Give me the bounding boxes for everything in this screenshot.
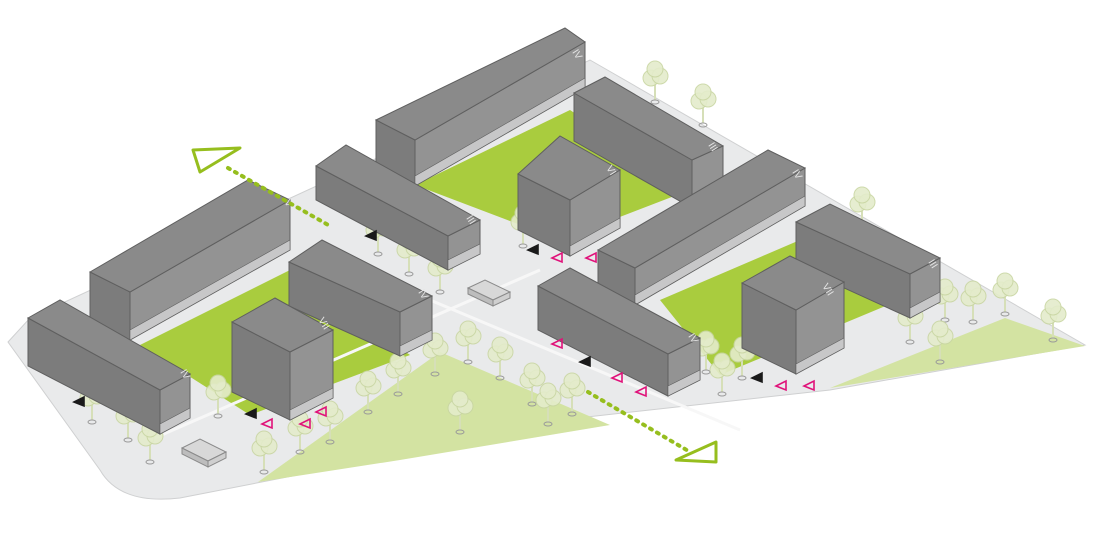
entrance-marker-icon bbox=[578, 355, 591, 368]
entrance-marker-icon bbox=[314, 405, 327, 418]
entrance-marker-icon bbox=[298, 417, 311, 430]
path-line bbox=[429, 298, 741, 432]
entrance-group bbox=[72, 229, 815, 430]
building-b12: VII bbox=[740, 255, 846, 375]
entrance-marker-icon bbox=[364, 229, 377, 242]
entrance-marker-icon bbox=[750, 371, 763, 384]
tree-icon bbox=[205, 374, 232, 419]
tree-icon bbox=[385, 352, 412, 397]
entrance-marker-icon bbox=[526, 243, 539, 256]
tree-icon bbox=[455, 320, 482, 365]
parked-car bbox=[180, 438, 228, 468]
building-b10: IV bbox=[536, 267, 702, 397]
tree-icon bbox=[1040, 298, 1067, 343]
building-b2: V bbox=[88, 179, 294, 341]
building-b5: III bbox=[315, 144, 482, 271]
building-b9: IV bbox=[596, 149, 807, 306]
tree-icon bbox=[693, 330, 720, 375]
floor-count-label: VII bbox=[315, 316, 331, 332]
tree-icon bbox=[992, 272, 1019, 317]
building-b8: III bbox=[572, 76, 725, 209]
entrance-marker-icon bbox=[774, 379, 787, 392]
triangle-outline-icon bbox=[674, 440, 718, 464]
entrance-marker-icon bbox=[802, 379, 815, 392]
ground-floor-band bbox=[569, 217, 621, 257]
parked-car bbox=[466, 279, 512, 307]
building-b11: III bbox=[794, 203, 942, 319]
building-b3: VII bbox=[230, 297, 335, 421]
ground-floor-band bbox=[399, 329, 433, 357]
green-axis bbox=[191, 146, 718, 464]
ground-floor-band bbox=[909, 291, 941, 319]
entrance-marker-icon bbox=[584, 251, 597, 264]
entrance-marker-icon bbox=[610, 371, 623, 384]
tree-icon bbox=[709, 352, 736, 397]
tree-icon bbox=[251, 430, 278, 475]
park-lawn-east bbox=[830, 318, 1085, 388]
tree-icon bbox=[849, 186, 876, 231]
path-line bbox=[149, 268, 541, 442]
tree-icon bbox=[960, 280, 987, 325]
ground-floor-band bbox=[447, 243, 481, 271]
entrance-marker-icon bbox=[634, 385, 647, 398]
ground-floor-band bbox=[634, 195, 806, 306]
tree-icon bbox=[447, 390, 474, 435]
tree-icon bbox=[487, 336, 514, 381]
park-lawn-center bbox=[258, 352, 610, 482]
ground-floor-band bbox=[159, 407, 191, 435]
ground-floor-band bbox=[667, 369, 701, 397]
entrance-marker-icon bbox=[550, 251, 563, 264]
building-b6: IV bbox=[287, 239, 434, 357]
triangle-outline-icon bbox=[191, 146, 242, 174]
floor-count-label: V bbox=[281, 198, 294, 210]
ground-floor-band bbox=[129, 239, 291, 341]
entrance-marker-icon bbox=[244, 407, 257, 420]
tree-icon bbox=[642, 60, 669, 105]
entrance-marker-icon bbox=[550, 337, 563, 350]
tree-icon bbox=[355, 370, 382, 415]
ground-floor-band bbox=[795, 337, 845, 375]
tree-icon bbox=[559, 372, 586, 417]
floor-count-label: VII bbox=[819, 282, 835, 298]
building-b1: IV bbox=[26, 299, 192, 435]
tree-icon bbox=[535, 382, 562, 427]
entrance-marker-icon bbox=[72, 395, 85, 408]
tree-icon bbox=[519, 362, 546, 407]
tree-icon bbox=[927, 320, 954, 365]
building-b7: VI bbox=[517, 135, 621, 257]
ground-floor-band bbox=[289, 387, 334, 421]
entrance-marker-icon bbox=[260, 417, 273, 430]
tree-icon bbox=[690, 83, 717, 128]
